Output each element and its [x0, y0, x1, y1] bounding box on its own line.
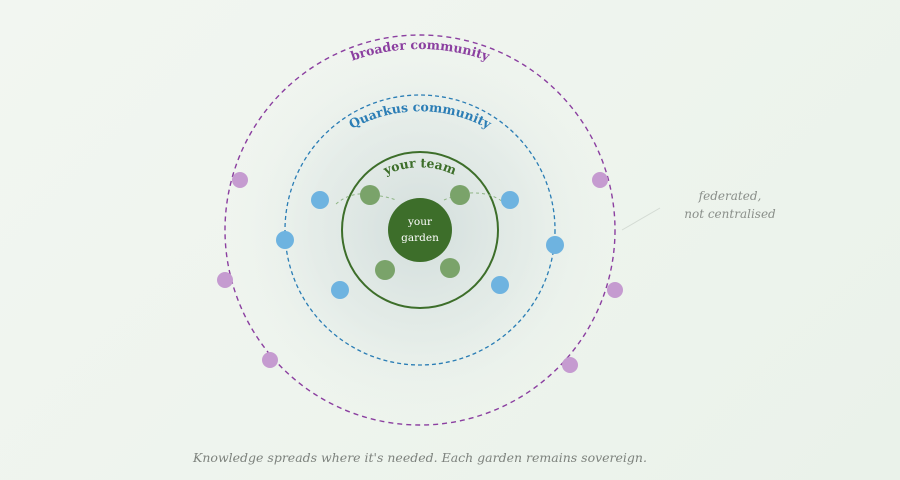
broader-node: [562, 357, 578, 373]
your-garden-node: [388, 198, 452, 262]
connector-left-inner: [379, 195, 397, 201]
quarkus-community-ring: [284, 94, 556, 366]
team-node: [450, 185, 470, 205]
team-nodes: [360, 185, 470, 280]
diagram-caption: Knowledge spreads where it's needed. Eac…: [192, 450, 647, 465]
quarkus-node: [501, 191, 519, 209]
quarkus-node: [546, 236, 564, 254]
connector-right: [469, 192, 504, 203]
quarkus-node: [311, 191, 329, 209]
side-note-line1: federated,: [698, 189, 762, 203]
your-garden-label-line1: your: [407, 216, 433, 228]
quarkus-node: [331, 281, 349, 299]
broader-nodes: [217, 172, 623, 373]
broader-node: [262, 352, 278, 368]
broader-community-ring: [224, 34, 616, 426]
broader-node: [592, 172, 608, 188]
team-node: [440, 258, 460, 278]
broader-node: [607, 282, 623, 298]
team-ring: [341, 151, 499, 309]
quarkus-node: [491, 276, 509, 294]
team-label: your team: [380, 155, 458, 178]
side-note-pointer: [621, 207, 661, 231]
side-note-line2: not centralised: [684, 207, 776, 221]
broader-node: [232, 172, 248, 188]
team-node: [360, 185, 380, 205]
team-node: [375, 260, 395, 280]
quarkus-nodes: [276, 191, 564, 299]
quarkus-node: [276, 231, 294, 249]
broader-node: [217, 272, 233, 288]
your-garden-label-line2: garden: [401, 232, 439, 244]
